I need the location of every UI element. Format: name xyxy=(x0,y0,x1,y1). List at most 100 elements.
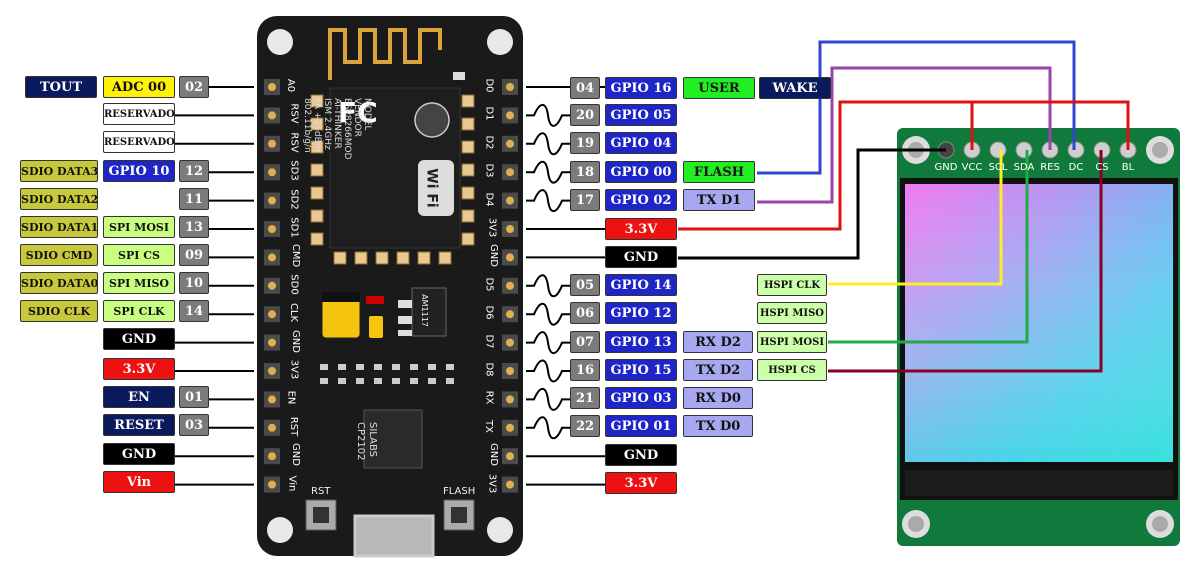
lcd-pin-name: SDA xyxy=(1013,162,1035,173)
pin-name: SD3 xyxy=(288,160,300,181)
label-num-21: 21 xyxy=(570,387,600,409)
pin-name: SD2 xyxy=(288,188,300,210)
header-pin-pad xyxy=(506,480,514,489)
leader-line xyxy=(526,103,570,127)
label-gpio01: GPIO 01 xyxy=(605,415,677,437)
label-sdio-data3: SDIO DATA3 xyxy=(20,160,98,182)
label-gnd-left-2: GND xyxy=(103,443,175,465)
wire-red-bl xyxy=(678,100,1130,231)
label-hspi-miso: HSPI MISO xyxy=(757,302,827,324)
label-gpio12: GPIO 12 xyxy=(605,302,677,324)
header-pin-pad xyxy=(268,338,276,347)
pin-name: 3V3 xyxy=(486,473,498,493)
label-gnd-right-1: GND xyxy=(605,246,677,268)
label-num-06: 06 xyxy=(570,302,600,324)
leader-line xyxy=(526,274,570,298)
header-pin-pad xyxy=(506,196,514,205)
pin-name: RSV xyxy=(288,132,300,153)
label-reset: RESET xyxy=(103,414,175,436)
regulator-chip xyxy=(411,287,447,337)
shield-line: MODEL xyxy=(362,98,372,131)
usb-connector xyxy=(353,514,435,558)
wire-darkred-cs xyxy=(828,150,1103,373)
shield-line: ESP8266MOD xyxy=(342,98,352,160)
lcd-pin-name: BL xyxy=(1121,162,1135,173)
leader-line xyxy=(526,302,570,326)
header-pin-pad xyxy=(268,225,276,233)
pin-name: D4 xyxy=(483,192,495,207)
pin-name: D8 xyxy=(483,362,495,377)
label-spi-mosi: SPI MOSI xyxy=(103,216,175,238)
label-wake: WAKE xyxy=(759,77,831,99)
pin-name: CLK xyxy=(288,303,300,323)
label-num-11: 11 xyxy=(179,188,209,210)
header-pin-pad xyxy=(268,281,276,290)
label-num-09: 09 xyxy=(179,244,209,266)
lcd-pin-name: GND xyxy=(934,162,958,173)
label-flash: FLASH xyxy=(683,161,755,183)
shield-line: 802.11b/g/n xyxy=(302,98,312,153)
shield-line: PA +25dBm xyxy=(312,98,322,152)
pin-name: D1 xyxy=(483,106,495,121)
mount-hole-tl xyxy=(267,29,293,55)
header-pin-pad xyxy=(268,168,276,177)
label-adc00: ADC 00 xyxy=(103,76,175,98)
label-rx-d2: RX D2 xyxy=(683,331,753,353)
label-reservado-2: RESERVADO xyxy=(103,131,175,153)
label-num-01: 01 xyxy=(179,386,209,408)
pin-name: GND xyxy=(487,244,499,268)
wire-purple-res xyxy=(757,66,1052,204)
header-pin-pad xyxy=(268,480,276,489)
label-gpio05: GPIO 05 xyxy=(605,104,677,126)
pin-name: EN xyxy=(285,390,297,405)
header-pin-pad xyxy=(506,225,514,233)
label-num-05: 05 xyxy=(570,274,600,296)
label-num-13: 13 xyxy=(179,216,209,238)
label-3v3-right-1: 3.3V xyxy=(605,218,677,240)
pin-name: D6 xyxy=(483,305,495,320)
header-pin-pad xyxy=(268,139,276,148)
header-pin-pad xyxy=(506,367,514,375)
label-num-16: 16 xyxy=(570,359,600,381)
label-num-12: 12 xyxy=(179,160,209,182)
label-gpio14: GPIO 14 xyxy=(605,274,677,296)
header-pin-pad xyxy=(268,196,276,205)
pin-name: D7 xyxy=(483,334,495,349)
pin-name: CMD xyxy=(290,244,302,268)
flash-button-label: FLASH xyxy=(443,486,476,497)
lcd-pin-pad xyxy=(989,141,1007,159)
header-pin-pad xyxy=(506,111,514,120)
lcd-pin-name: CS xyxy=(1095,162,1109,173)
header-pin-pad xyxy=(506,281,514,290)
label-tx-d0: TX D0 xyxy=(683,415,753,437)
label-tx-d1: TX D1 xyxy=(683,189,755,211)
label-3v3-left: 3.3V xyxy=(103,358,175,380)
label-num-03: 03 xyxy=(179,414,209,436)
rst-button-label: RST xyxy=(311,486,331,497)
pin-name: SD1 xyxy=(288,217,300,238)
mount-hole-tr xyxy=(487,29,513,55)
label-sdio-data1: SDIO DATA1 xyxy=(20,216,98,238)
label-hspi-mosi: HSPI MOSI xyxy=(757,331,827,353)
label-sdio-data2: SDIO DATA2 xyxy=(20,188,98,210)
header-pin-pad xyxy=(506,139,514,148)
label-gpio10: GPIO 10 xyxy=(103,160,175,182)
header-pin-pad xyxy=(506,310,514,319)
header-pin-pad xyxy=(268,253,276,262)
header-pin-pad xyxy=(506,83,514,91)
leader-line xyxy=(526,331,570,355)
label-num-19: 19 xyxy=(570,132,600,154)
label-num-02: 02 xyxy=(179,76,209,98)
leader-line xyxy=(526,416,570,440)
wifi-logo-box xyxy=(418,160,454,216)
label-en: EN xyxy=(103,386,175,408)
mount-hole-bl xyxy=(267,517,293,543)
pin-name: GND xyxy=(289,443,301,467)
pin-name: RSV xyxy=(288,103,300,124)
lcd-pin-name: VCC xyxy=(961,162,983,173)
pin-name: RX xyxy=(483,390,495,405)
label-sdio-clk: SDIO CLK xyxy=(20,300,98,322)
label-num-18: 18 xyxy=(570,161,600,183)
label-num-04: 04 xyxy=(570,77,600,99)
label-num-17: 17 xyxy=(570,189,600,211)
